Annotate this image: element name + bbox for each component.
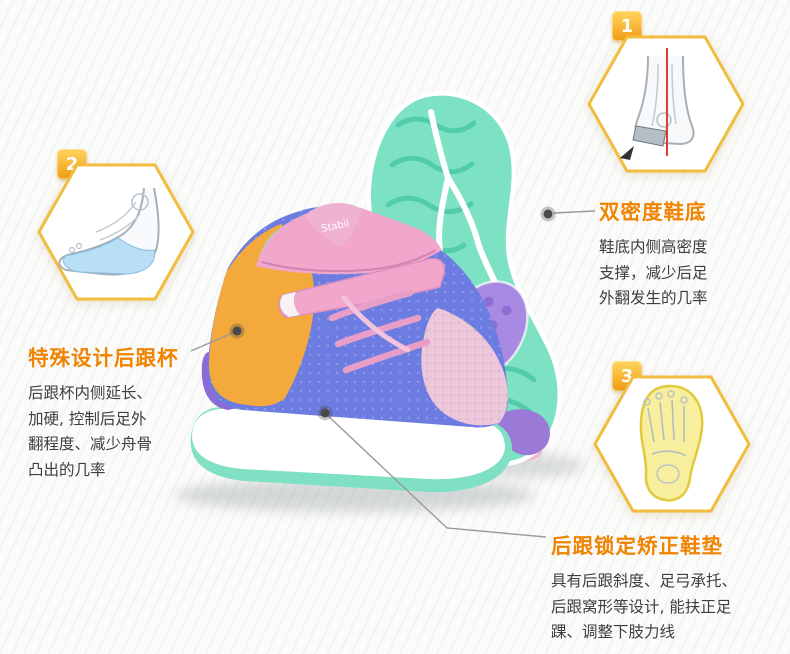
callout-markers: [229, 206, 556, 421]
callout-2-hexagon: [36, 162, 196, 302]
callout-3-title: 后跟锁定矫正鞋垫: [551, 534, 723, 558]
callout-2-description: 后跟杯内侧延长、 加硬, 控制后足外 翻程度、减少舟骨 凸出的几率: [28, 384, 153, 479]
callout-3-marker-dot: [317, 405, 333, 421]
foot-arch-support-xray-icon: [37, 163, 195, 301]
ankle-collar: [256, 205, 442, 275]
callout-1-connector-line: [553, 210, 596, 214]
callout-connectors: [190, 210, 596, 538]
heel-trim: [201, 352, 242, 410]
callout-1-description: 鞋底内侧高密度 支撑，减少后足 外翻发生的几率: [599, 238, 708, 308]
shoe-side-view: Stabil: [190, 203, 513, 493]
callout-1-hexagon: [586, 34, 746, 174]
callout-3-description: 具有后跟斜度、足弓承托、 后跟窝形等设计, 能扶正足 踝、调整下肢力线: [551, 572, 738, 642]
callout-2: 特殊设计后跟杯 后跟杯内侧延长、 加硬, 控制后足外 翻程度、减少舟骨 凸出的几…: [28, 341, 208, 483]
callout-3: 后跟锁定矫正鞋垫 具有后跟斜度、足弓承托、 后跟窝形等设计, 能扶正足 踝、调整…: [551, 529, 779, 646]
callout-1-number: 1: [620, 15, 634, 37]
callout-1-marker-dot: [540, 206, 556, 222]
arrow-icon: [620, 146, 634, 160]
callout-2-title: 特殊设计后跟杯: [28, 346, 179, 370]
callout-2-connector-line: [190, 330, 238, 352]
tongue: [305, 203, 362, 247]
callout-1-title: 双密度鞋底: [599, 200, 707, 224]
callout-1: 双密度鞋底 鞋底内侧高密度 支撑，减少后足 外翻发生的几率: [599, 195, 774, 312]
heel-alignment-xray-icon: [587, 35, 745, 173]
callout-3-connector-line: [324, 412, 547, 538]
callout-2-marker-dot: [229, 323, 245, 339]
callout-3-hexagon: [592, 374, 752, 514]
insole-skeleton-top-icon: [593, 375, 751, 513]
